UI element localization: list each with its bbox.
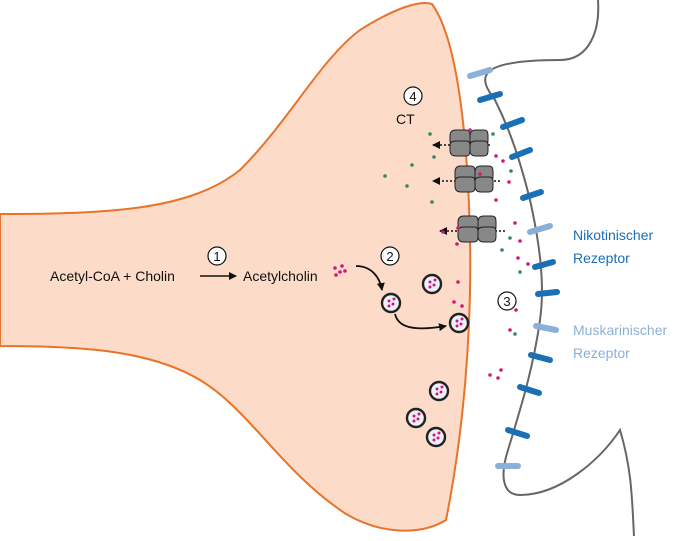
transport-arrow [394, 313, 447, 332]
step-marker-1: 1 [207, 246, 227, 266]
vesicle [380, 292, 402, 314]
nicotinic-receptor [517, 384, 542, 396]
muscarinic-receptor-label-line2: Rezeptor [573, 345, 630, 361]
presynaptic-terminal [0, 2, 472, 532]
nicotinic-receptor [477, 91, 503, 103]
step-marker-2: 2 [380, 246, 400, 266]
reaction-product: Acetylcholin [243, 268, 318, 284]
choline-transporter [432, 129, 490, 157]
acetylcholine-cluster [333, 264, 347, 277]
nicotinic-receptor-label-line2: Rezeptor [573, 250, 630, 266]
receptor-group [467, 67, 560, 469]
svg-text:1: 1 [213, 249, 220, 264]
nicotinic-receptor [535, 289, 560, 297]
svg-text:4: 4 [409, 89, 416, 104]
nicotinic-receptor [509, 147, 533, 160]
nicotinic-receptor [528, 352, 553, 363]
step-marker-4: 4 [403, 86, 423, 106]
nicotinic-receptor [505, 427, 530, 439]
step-marker-3: 3 [497, 291, 517, 311]
vesicle [405, 407, 427, 429]
nicotinic-receptor-label-line1: Nikotinischer [573, 227, 653, 243]
molecule-dots [383, 128, 530, 380]
muscarinic-receptor [527, 223, 553, 235]
vesicle [428, 380, 450, 402]
vesicle [448, 312, 470, 334]
transporter-label: CT [396, 111, 415, 127]
choline-transporter [432, 165, 500, 193]
nicotinic-receptor [520, 189, 544, 201]
svg-text:2: 2 [386, 249, 393, 264]
vesicle [425, 426, 447, 448]
postsynaptic-membrane [484, 0, 635, 537]
muscarinic-receptor [533, 323, 559, 333]
vesicle [421, 273, 443, 295]
svg-text:3: 3 [503, 294, 510, 309]
muscarinic-receptor [467, 67, 493, 79]
muscarinic-receptor-label-line1: Muskarinischer [573, 322, 667, 338]
reaction-substrates: Acetyl-CoA + Cholin [50, 268, 175, 284]
loading-arrow [355, 265, 385, 291]
nicotinic-receptor [500, 117, 525, 130]
nicotinic-receptor [532, 259, 556, 270]
choline-transporter [439, 215, 505, 243]
